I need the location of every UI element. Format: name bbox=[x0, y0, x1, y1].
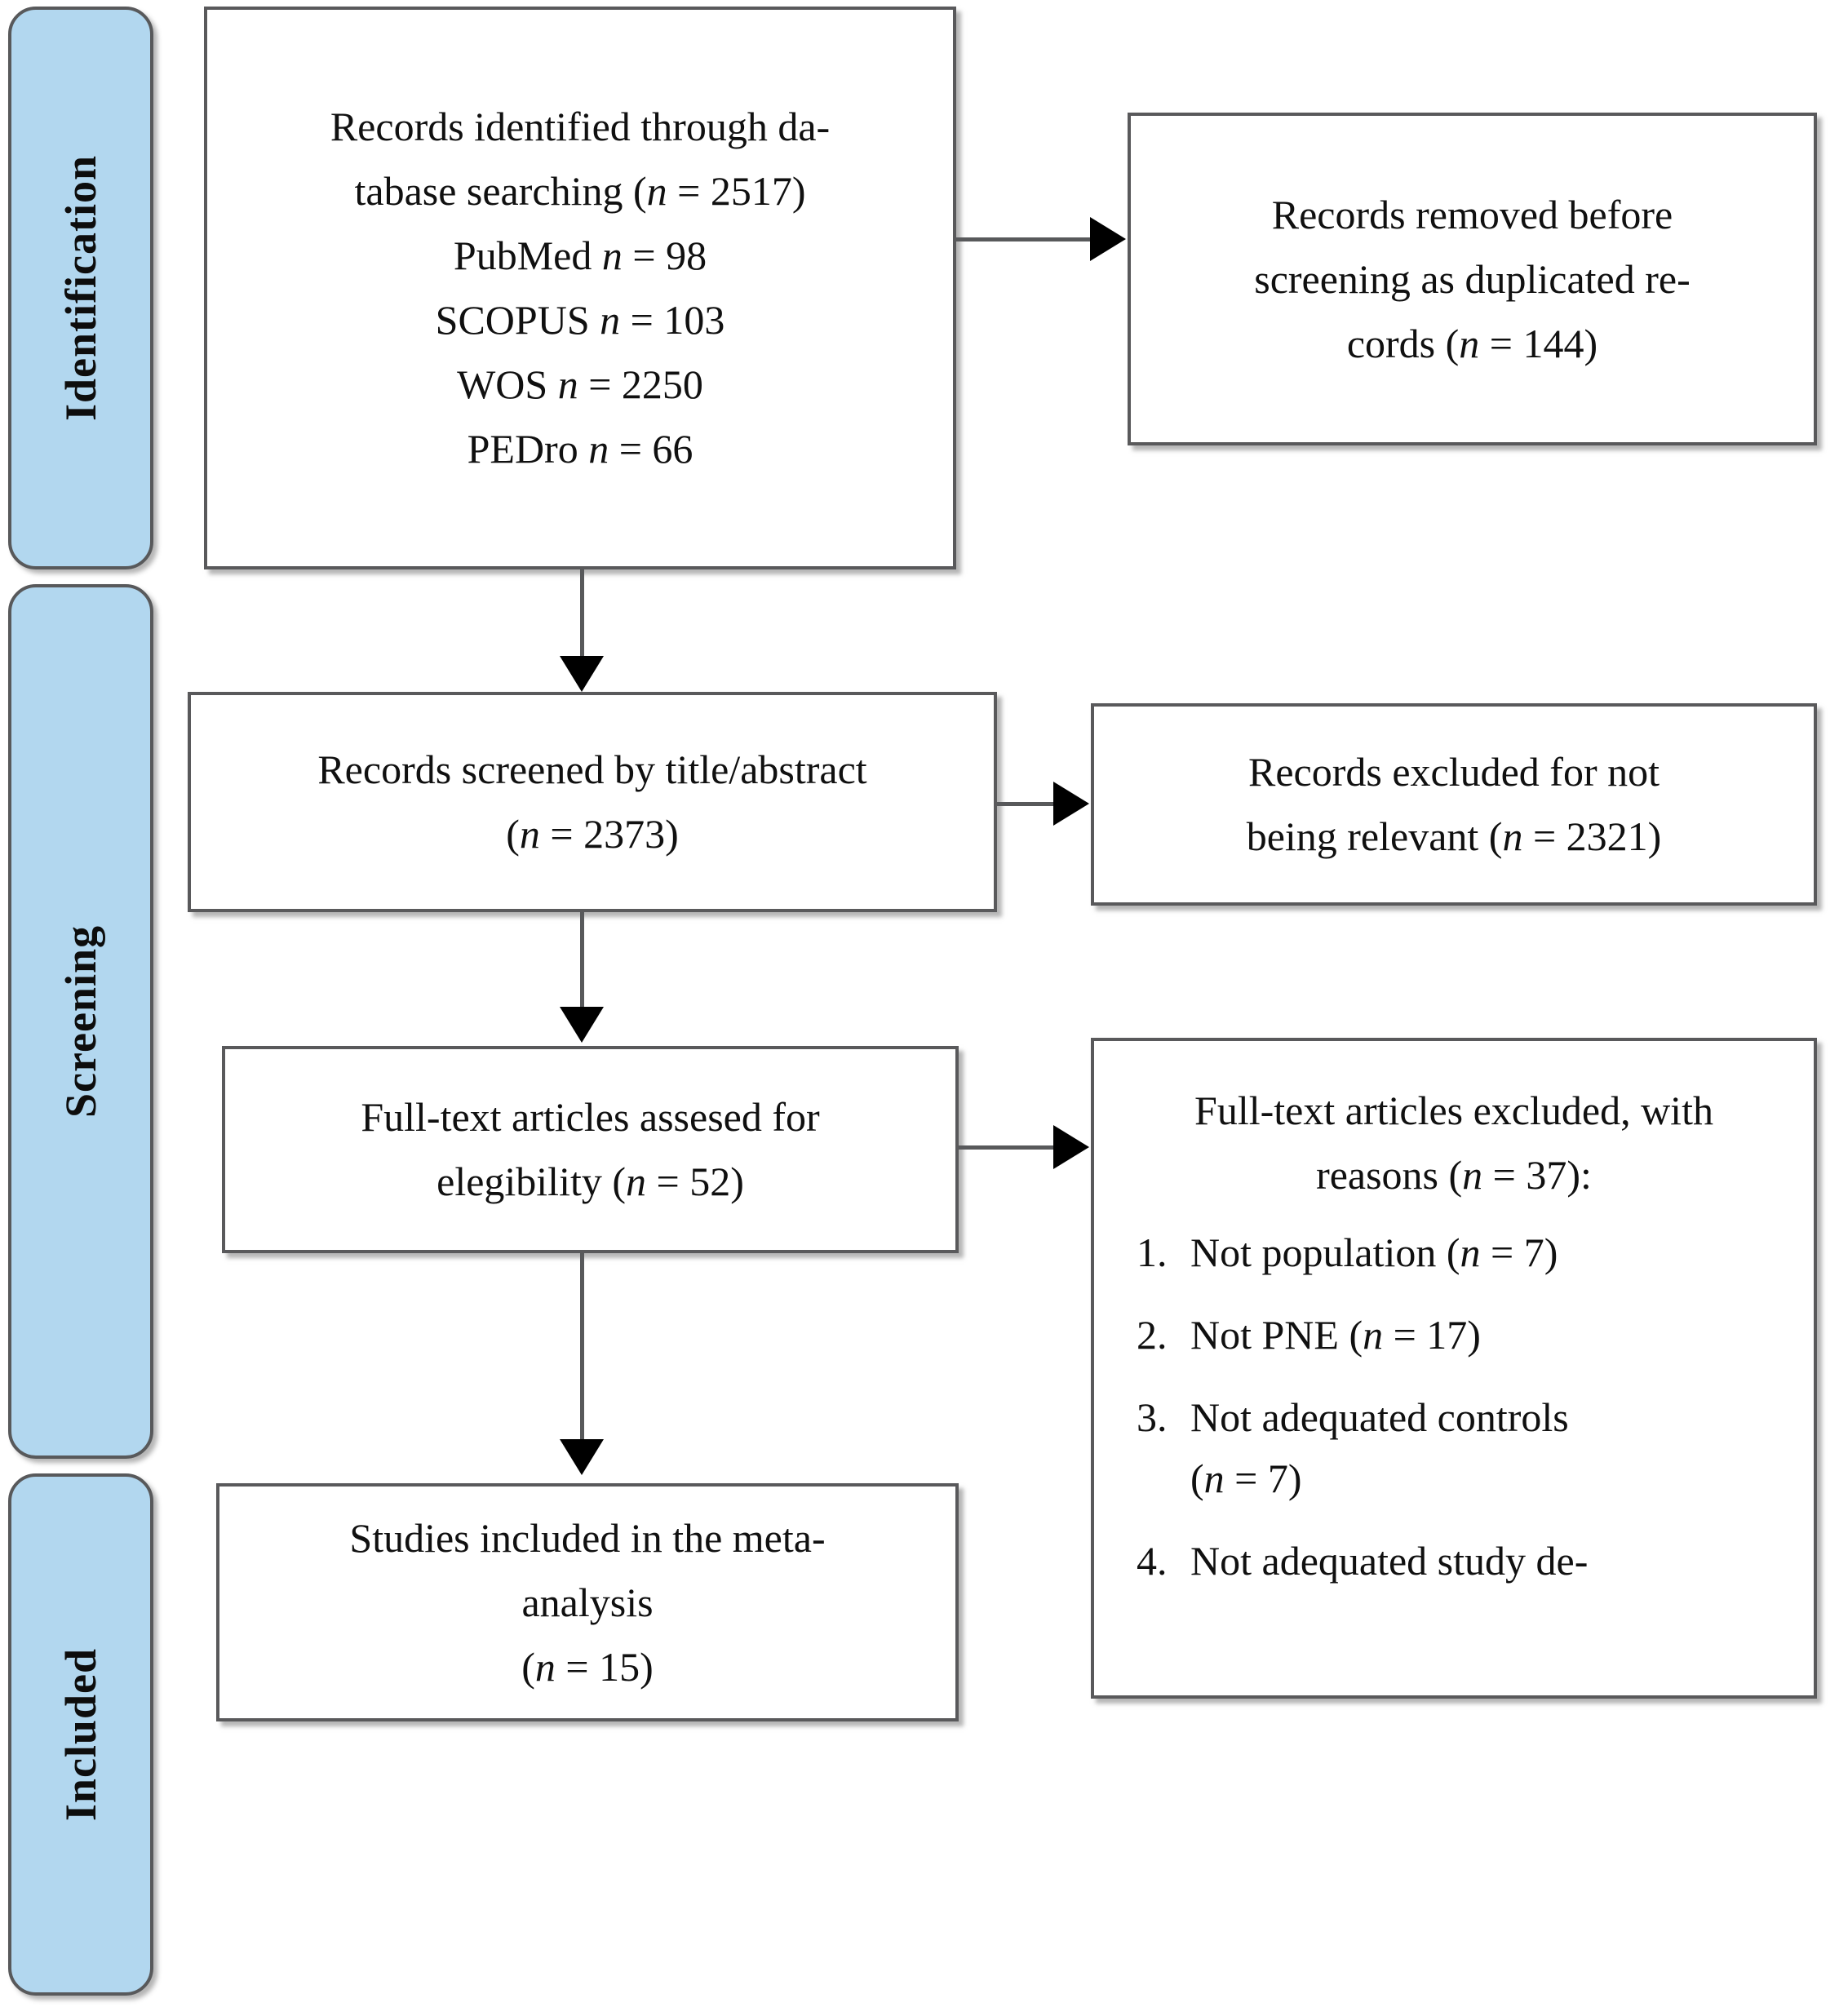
fulltext-assessed-line-2: elegibility (n = 52) bbox=[436, 1159, 744, 1204]
reason-text: Not adequated controls bbox=[1190, 1394, 1569, 1440]
reason-text: Not adequated study de- bbox=[1190, 1538, 1589, 1584]
connector-fulltext-to-included bbox=[580, 1253, 584, 1442]
reason-number: 4. bbox=[1137, 1538, 1168, 1584]
reason-number: 3. bbox=[1137, 1394, 1168, 1440]
reason-item: 1. Not population (n = 7) bbox=[1115, 1222, 1792, 1283]
records-identified-line-2: tabase searching (n = 2517) bbox=[354, 168, 806, 214]
connector-screened-to-fulltext bbox=[580, 912, 584, 1010]
studies-included-line-1: Studies included in the meta- bbox=[349, 1514, 826, 1561]
fulltext-assessed-line-1: Full-text articles assesed for bbox=[361, 1094, 820, 1140]
reason-text: Not PNE (n = 17) bbox=[1190, 1312, 1481, 1358]
records-screened-line-1: Records screened by title/abstract bbox=[317, 747, 867, 792]
box-fulltext-assessed: Full-text articles assesed for elegibili… bbox=[222, 1046, 959, 1253]
records-excluded-line-2: being relevant (n = 2321) bbox=[1246, 813, 1662, 859]
reason-text-wrap: Not adequated controls (n = 7) bbox=[1190, 1387, 1792, 1509]
box-records-removed: Records removed before screening as dupl… bbox=[1128, 113, 1817, 445]
arrowhead-identified-to-removed bbox=[1090, 217, 1126, 261]
stage-label-screening: Screening bbox=[56, 925, 105, 1118]
records-identified-line-6: PEDro n = 66 bbox=[467, 426, 694, 472]
arrowhead-fulltext-to-excluded bbox=[1053, 1125, 1089, 1169]
reason-number: 2. bbox=[1137, 1312, 1168, 1358]
stage-bar-identification: Identification bbox=[8, 7, 153, 569]
records-identified-line-1: Records identified through da- bbox=[330, 104, 831, 149]
reason-item: 4. Not adequated study de- bbox=[1115, 1531, 1792, 1592]
fulltext-excluded-heading-2: reasons (n = 37): bbox=[1316, 1152, 1592, 1198]
records-removed-line-1: Records removed before bbox=[1271, 191, 1673, 237]
records-removed-line-2: screening as duplicated re- bbox=[1254, 255, 1691, 302]
box-records-identified: Records identified through da- tabase se… bbox=[204, 7, 956, 569]
records-screened-line-2: (n = 2373) bbox=[506, 811, 679, 857]
box-records-screened: Records screened by title/abstract (n = … bbox=[188, 692, 997, 912]
stage-label-included: Included bbox=[56, 1647, 105, 1822]
reason-item: 3. Not adequated controls (n = 7) bbox=[1115, 1387, 1792, 1509]
box-records-excluded: Records excluded for not being relevant … bbox=[1091, 703, 1817, 906]
connector-fulltext-to-excluded bbox=[959, 1145, 1055, 1150]
studies-included-line-3: (n = 15) bbox=[521, 1643, 654, 1690]
records-identified-line-5: WOS n = 2250 bbox=[457, 361, 703, 407]
connector-identified-to-removed bbox=[956, 237, 1092, 241]
arrowhead-identified-to-screened bbox=[560, 656, 604, 692]
records-removed-line-3: cords (n = 144) bbox=[1346, 320, 1598, 366]
reason-item: 2. Not PNE (n = 17) bbox=[1115, 1305, 1792, 1366]
stage-bar-screening: Screening bbox=[8, 584, 153, 1459]
stage-bar-included: Included bbox=[8, 1473, 153, 1996]
arrowhead-screened-to-excluded bbox=[1053, 782, 1089, 826]
stage-label-identification: Identification bbox=[56, 154, 105, 421]
box-studies-included: Studies included in the meta- analysis (… bbox=[216, 1483, 959, 1721]
reason-text-continued: (n = 7) bbox=[1190, 1456, 1302, 1501]
records-identified-line-4: SCOPUS n = 103 bbox=[435, 297, 725, 343]
records-identified-line-3: PubMed n = 98 bbox=[453, 233, 707, 278]
connector-screened-to-excluded bbox=[997, 802, 1055, 806]
reason-text: Not population (n = 7) bbox=[1190, 1230, 1558, 1275]
fulltext-excluded-reasons-list: 1. Not population (n = 7) 2. Not PNE (n … bbox=[1115, 1222, 1792, 1613]
arrowhead-fulltext-to-included bbox=[560, 1439, 604, 1475]
reason-number: 1. bbox=[1137, 1230, 1168, 1275]
connector-identified-to-screened bbox=[580, 569, 584, 660]
fulltext-excluded-heading-1: Full-text articles excluded, with bbox=[1194, 1088, 1713, 1133]
records-excluded-line-1: Records excluded for not bbox=[1247, 749, 1660, 795]
studies-included-line-2: analysis bbox=[521, 1579, 654, 1625]
box-fulltext-excluded: Full-text articles excluded, with reason… bbox=[1091, 1038, 1817, 1699]
arrowhead-screened-to-fulltext bbox=[560, 1007, 604, 1043]
